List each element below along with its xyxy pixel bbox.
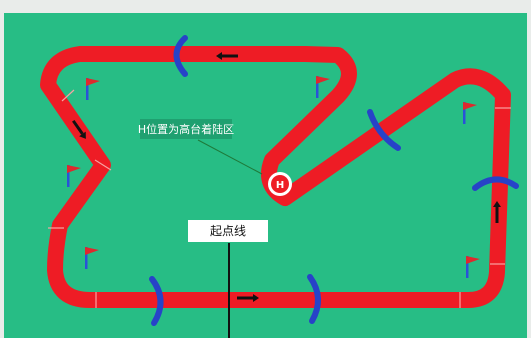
landing-note-leader	[197, 139, 263, 175]
track-path	[40, 46, 511, 308]
landing-note-box	[140, 119, 232, 139]
arrow-icon	[216, 52, 238, 60]
flag-icon	[466, 256, 480, 278]
lane-marks	[48, 89, 511, 308]
flag-icon	[67, 165, 81, 187]
arrow-icon	[237, 294, 259, 302]
flag-icon	[85, 247, 99, 269]
arch-gate-icon	[367, 109, 401, 151]
helipad-disc	[271, 175, 289, 193]
arch-gate-icon	[149, 276, 164, 326]
flag-icon	[86, 78, 100, 100]
flag-icon	[316, 76, 330, 98]
lane-mark	[61, 89, 75, 102]
lane-mark	[94, 159, 112, 171]
arrow-icon	[493, 201, 501, 223]
landing-note: H位置为高台着陆区	[138, 122, 234, 136]
arch-gate-icon	[307, 274, 321, 324]
helipad-icon: H	[268, 172, 292, 196]
arch-gates	[149, 35, 519, 326]
landing-marker-label: H	[276, 180, 284, 191]
direction-arrows	[72, 52, 501, 302]
flag-icon	[463, 102, 477, 124]
arrow-icon	[72, 119, 86, 139]
start-line-label: 起点线	[210, 224, 246, 238]
flags	[67, 76, 480, 278]
start-line-label-box	[188, 220, 268, 242]
arch-gate-icon	[173, 35, 188, 77]
arch-gate-icon	[472, 176, 519, 191]
